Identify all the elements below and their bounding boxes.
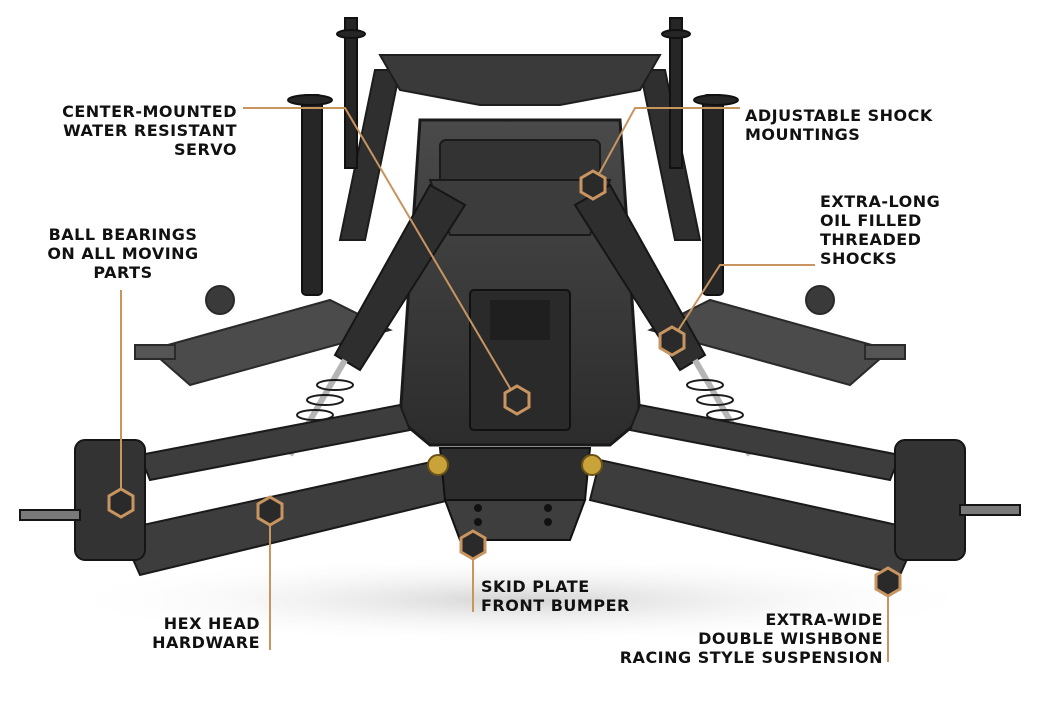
rear-suspension	[134, 285, 906, 387]
rear-shock-tower	[378, 54, 662, 106]
body-posts	[287, 17, 739, 296]
front-a-arms	[118, 403, 922, 577]
hex-bolt-icon	[459, 529, 487, 561]
label-shock-mountings: ADJUSTABLE SHOCK MOUNTINGS	[745, 106, 933, 144]
hex-bolt-icon	[874, 566, 902, 598]
label-servo: CENTER-MOUNTED WATER RESISTANT SERVO	[62, 102, 237, 159]
shocks-leader	[671, 264, 815, 341]
shock-mount-leader	[592, 107, 740, 186]
hex-bolt-icon	[256, 495, 284, 527]
servo-leader	[243, 107, 518, 401]
hex-bolt-icon	[579, 169, 607, 201]
callout-leaders	[120, 107, 889, 662]
hex-bolt-icon	[503, 384, 531, 416]
label-shocks: EXTRA-LONG OIL FILLED THREADED SHOCKS	[820, 192, 941, 268]
label-bearings: BALL BEARINGS ON ALL MOVING PARTS	[47, 225, 199, 282]
front-shocks	[286, 183, 754, 457]
floor-shadow	[50, 555, 990, 645]
skid-plate	[427, 447, 603, 541]
label-suspension: EXTRA-WIDE DOUBLE WISHBONE RACING STYLE …	[619, 610, 883, 667]
hex-bolt-icon	[107, 487, 135, 519]
hex-markers	[107, 169, 902, 598]
label-hardware: HEX HEAD HARDWARE	[152, 614, 260, 652]
label-skid-plate: SKID PLATE FRONT BUMPER	[481, 577, 630, 615]
hex-bolt-icon	[658, 325, 686, 357]
